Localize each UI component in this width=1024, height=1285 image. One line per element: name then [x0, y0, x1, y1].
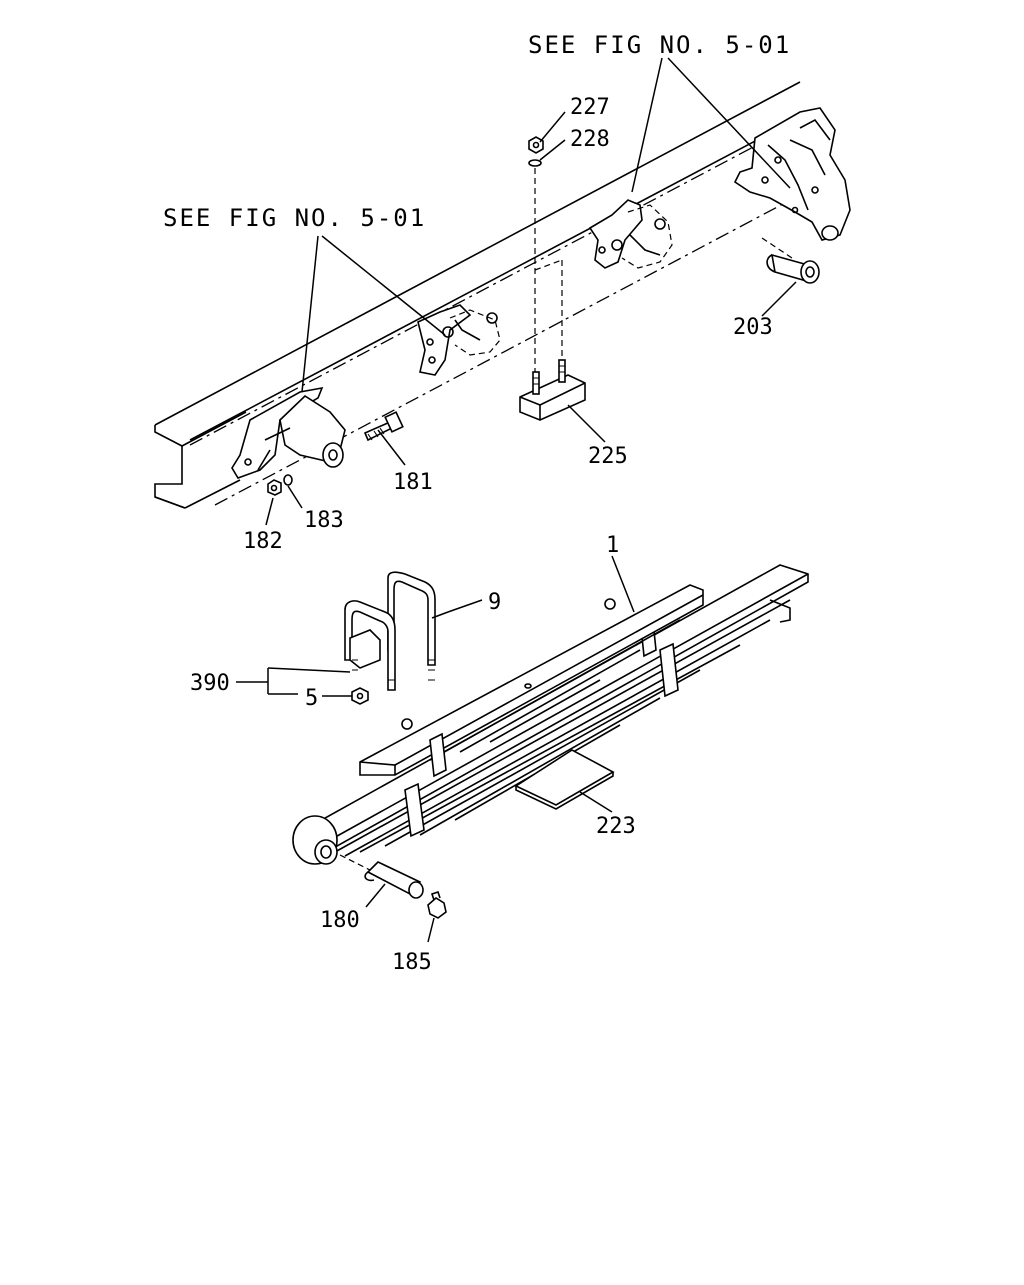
reference-note-top: SEE FIG NO. 5-01: [528, 31, 791, 59]
middle-bracket-left: [417, 304, 501, 376]
bumper-stop-225: [519, 168, 586, 421]
callout-1: 1: [606, 533, 619, 558]
spacer-plate-223: [514, 749, 615, 810]
callout-182: 182: [243, 529, 283, 554]
callout-228: 228: [570, 127, 610, 152]
nut-182: [267, 479, 282, 496]
callout-223: 223: [596, 814, 636, 839]
bolt-181: [363, 411, 404, 442]
washer-228: [528, 159, 542, 167]
bushing-203: [761, 237, 820, 284]
reference-note-left: SEE FIG NO. 5-01: [163, 204, 426, 232]
rear-spring-hanger: [733, 107, 851, 241]
middle-bracket-right: [588, 199, 673, 269]
callout-9: 9: [488, 590, 501, 615]
helper-spring: [359, 584, 704, 778]
spring-pin-180: [339, 854, 424, 899]
callout-183: 183: [304, 508, 344, 533]
callout-227: 227: [570, 95, 610, 120]
leader-lines: [236, 57, 797, 943]
callout-180: 180: [320, 908, 360, 933]
callout-390: 390: [190, 671, 230, 696]
callout-185: 185: [392, 950, 432, 975]
callout-203: 203: [733, 315, 773, 340]
nut-5: [351, 687, 369, 705]
grease-fitting-185: [427, 890, 447, 919]
leaf-spring-1: [292, 564, 809, 865]
nut-227: [528, 136, 544, 154]
washer-183: [283, 474, 293, 486]
callout-181: 181: [393, 470, 433, 495]
callout-225: 225: [588, 444, 628, 469]
front-spring-hanger: [231, 386, 346, 479]
u-bolt-9: [344, 571, 449, 691]
callout-5: 5: [305, 686, 318, 711]
